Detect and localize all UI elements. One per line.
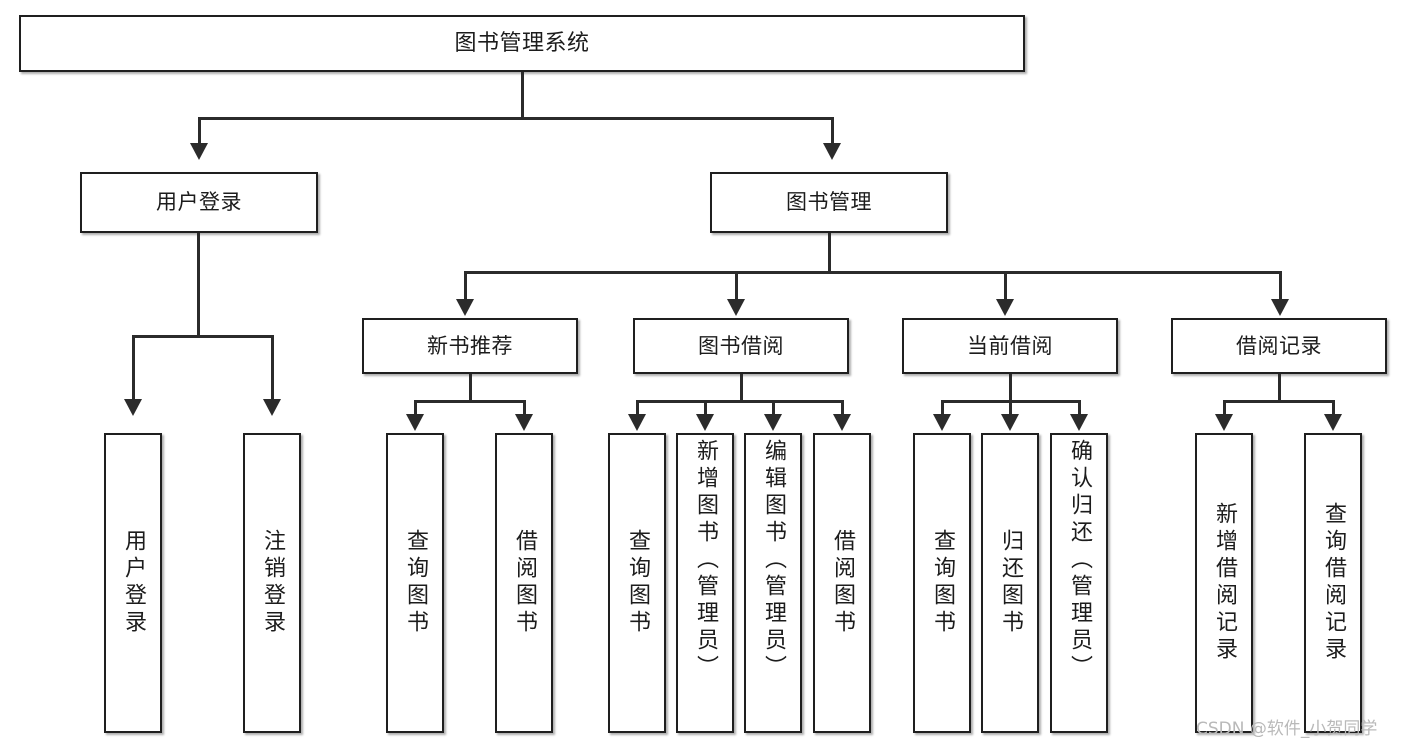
leaf-book-borrow-add-book-admin[interactable]: 新增图书（管理员） <box>676 433 734 733</box>
leaf-book-borrow-query-books[interactable]: 查询图书 <box>608 433 666 733</box>
arrowhead-to-new-book-recommend <box>456 299 474 316</box>
arrowhead-book-borrow-leaf-4 <box>833 414 851 431</box>
connector-borrow-record-stem <box>1278 374 1281 400</box>
arrowhead-to-user-login <box>190 143 208 160</box>
node-label: 新增图书（管理员） <box>693 439 718 682</box>
connector-new-book-drop-2 <box>523 400 526 416</box>
connector-level2-drop-1 <box>464 271 467 301</box>
node-label: 确认归还（管理员） <box>1067 439 1092 682</box>
arrowhead-user-login-leaf-1 <box>124 399 142 416</box>
arrowhead-current-borrow-leaf-3 <box>1070 414 1088 431</box>
node-label: 图书借阅 <box>698 333 784 358</box>
node-borrow-record[interactable]: 借阅记录 <box>1171 318 1387 374</box>
arrowhead-to-current-borrow <box>996 299 1014 316</box>
connector-new-book-drop-1 <box>414 400 417 416</box>
leaf-borrow-record-add-record[interactable]: 新增借阅记录 <box>1195 433 1253 733</box>
arrowhead-new-book-leaf-1 <box>406 414 424 431</box>
connector-level1-bus <box>198 117 834 120</box>
leaf-current-borrow-confirm-return-admin[interactable]: 确认归还（管理员） <box>1050 433 1108 733</box>
connector-borrow-record-drop-2 <box>1332 400 1335 416</box>
leaf-book-borrow-edit-book-admin[interactable]: 编辑图书（管理员） <box>744 433 802 733</box>
node-label: 查询图书 <box>403 529 428 637</box>
leaf-new-book-query-books[interactable]: 查询图书 <box>386 433 444 733</box>
node-label: 当前借阅 <box>967 333 1053 358</box>
node-user-login[interactable]: 用户登录 <box>80 172 318 233</box>
node-label: 用户登录 <box>156 190 242 215</box>
arrowhead-new-book-leaf-2 <box>515 414 533 431</box>
connector-user-login-drop-1 <box>132 335 135 401</box>
connector-book-management-stem <box>828 233 831 271</box>
node-label: 查询图书 <box>930 529 955 637</box>
connector-user-login-bus <box>132 335 274 338</box>
connector-user-login-drop-2 <box>271 335 274 401</box>
node-label: 注销登录 <box>260 529 285 637</box>
connector-current-borrow-drop-3 <box>1078 400 1081 416</box>
arrowhead-book-borrow-leaf-2 <box>696 414 714 431</box>
arrowhead-to-borrow-record <box>1271 299 1289 316</box>
connector-current-borrow-drop-2 <box>1009 400 1012 416</box>
node-label: 借阅图书 <box>830 529 855 637</box>
node-label: 借阅记录 <box>1236 333 1322 358</box>
node-label: 查询图书 <box>625 529 650 637</box>
arrowhead-borrow-record-leaf-1 <box>1215 414 1233 431</box>
connector-book-borrow-stem <box>740 374 743 400</box>
connector-level2-drop-4 <box>1279 271 1282 301</box>
connector-current-borrow-stem <box>1009 374 1012 400</box>
connector-level1-drop-right <box>831 117 834 145</box>
arrowhead-to-book-management <box>823 143 841 160</box>
connector-user-login-stem <box>197 233 200 335</box>
connector-book-borrow-drop-1 <box>636 400 639 416</box>
connector-level2-drop-2 <box>735 271 738 301</box>
leaf-new-book-borrow-books[interactable]: 借阅图书 <box>495 433 553 733</box>
node-label: 借阅图书 <box>512 529 537 637</box>
node-label: 归还图书 <box>998 529 1023 637</box>
arrowhead-current-borrow-leaf-1 <box>933 414 951 431</box>
connector-level2-drop-3 <box>1004 271 1007 301</box>
arrowhead-book-borrow-leaf-3 <box>764 414 782 431</box>
node-label: 查询借阅记录 <box>1321 502 1346 664</box>
leaf-current-borrow-query-books[interactable]: 查询图书 <box>913 433 971 733</box>
node-book-borrow[interactable]: 图书借阅 <box>633 318 849 374</box>
leaf-user-login-signin[interactable]: 用户登录 <box>104 433 162 733</box>
node-label: 图书管理系统 <box>454 30 590 56</box>
node-book-management[interactable]: 图书管理 <box>710 172 948 233</box>
connector-level1-drop-left <box>198 117 201 145</box>
leaf-book-borrow-borrow-books[interactable]: 借阅图书 <box>813 433 871 733</box>
connector-borrow-record-bus <box>1223 400 1335 403</box>
leaf-borrow-record-query-record[interactable]: 查询借阅记录 <box>1304 433 1362 733</box>
arrowhead-book-borrow-leaf-1 <box>628 414 646 431</box>
arrowhead-to-book-borrow <box>727 299 745 316</box>
connector-new-book-bus <box>414 400 526 403</box>
arrowhead-current-borrow-leaf-2 <box>1001 414 1019 431</box>
connector-level2-bus <box>464 271 1282 274</box>
connector-new-book-stem <box>469 374 472 400</box>
watermark-text: CSDN @软件_小贺同学 <box>1196 719 1378 739</box>
connector-book-borrow-drop-2 <box>704 400 707 416</box>
connector-book-borrow-bus <box>636 400 844 403</box>
arrowhead-borrow-record-leaf-2 <box>1324 414 1342 431</box>
connector-borrow-record-drop-1 <box>1223 400 1226 416</box>
node-label: 新增借阅记录 <box>1212 502 1237 664</box>
node-label: 新书推荐 <box>427 333 513 358</box>
node-label: 编辑图书（管理员） <box>761 439 786 682</box>
leaf-current-borrow-return-books[interactable]: 归还图书 <box>981 433 1039 733</box>
node-new-book-recommend[interactable]: 新书推荐 <box>362 318 578 374</box>
connector-book-borrow-drop-4 <box>841 400 844 416</box>
node-current-borrow[interactable]: 当前借阅 <box>902 318 1118 374</box>
connector-current-borrow-drop-1 <box>941 400 944 416</box>
leaf-user-login-logout[interactable]: 注销登录 <box>243 433 301 733</box>
node-label: 用户登录 <box>121 529 146 637</box>
connector-book-borrow-drop-3 <box>772 400 775 416</box>
arrowhead-user-login-leaf-2 <box>263 399 281 416</box>
connector-root-stem <box>521 72 524 117</box>
node-label: 图书管理 <box>786 190 872 215</box>
node-root-book-management-system[interactable]: 图书管理系统 <box>19 15 1025 72</box>
